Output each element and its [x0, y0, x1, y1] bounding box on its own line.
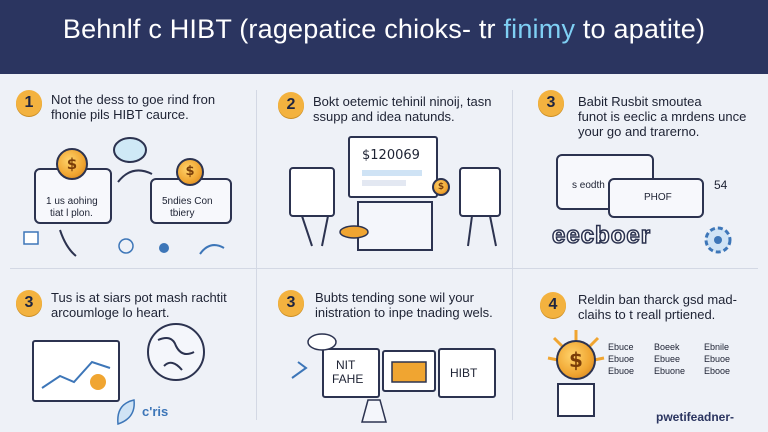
bubble-right-line-2: tbiery: [170, 208, 195, 219]
grid-cell: Boeek: [654, 342, 680, 352]
step-badge-3: 3: [538, 90, 564, 116]
price-screen: $120069: [348, 136, 438, 198]
speech-bubble-2: PHOF: [608, 178, 704, 218]
grid-cell: Ebuce: [608, 342, 634, 352]
coin-icon: $: [56, 148, 88, 180]
bubble-line-1: s eodth mianty: [572, 180, 638, 191]
step-3-line-3: your go and trarerno.: [578, 124, 700, 139]
machine-left-icon: [289, 167, 335, 217]
step-1-line-2: fhonie pils HIBT caurce.: [51, 107, 189, 122]
swirl-icon: [59, 229, 77, 257]
step-5-text: Bubts tending sone wil your inistration …: [315, 290, 493, 320]
step-2-text: Bokt oetemic tehinil ninoij, tasn ssupp …: [313, 94, 491, 124]
bubble-right-line-1: 5ndies Con: [162, 196, 213, 207]
grid-cell: Ebuoe: [704, 354, 731, 364]
page-title: Behnlf c HIBT (ragepatice chioks- tr fin…: [0, 14, 768, 45]
grid-cell: Ebuone: [654, 366, 686, 376]
box-icon: [557, 383, 595, 417]
panel1-illustration: [113, 137, 153, 183]
price-bar-2: [362, 180, 406, 186]
step-6-text: Reldin ban tharck gsd mad- claihs to t r…: [578, 292, 737, 322]
sign-line-1: NIT: [336, 358, 356, 372]
globe-icon: [147, 323, 205, 381]
title-end: to apatite): [575, 14, 706, 44]
step-3-line-2: funot is eeclic a mrdens unce: [578, 109, 747, 124]
grid-cell: Ebooe: [704, 366, 731, 376]
cloud-icon: [199, 244, 225, 255]
grid-cell: Ebuoe: [608, 366, 635, 376]
bubble-left-line-1: 1 us aohing: [46, 196, 98, 207]
price-value: $120069: [362, 148, 420, 163]
sign-right: HIBT: [450, 366, 478, 380]
grid-cell: Ebuee: [654, 354, 681, 364]
step-4-line-2: arcoumloge lo heart.: [51, 305, 170, 320]
step-3-text: Babit Rusbit smoutea funot is eeclic a m…: [578, 94, 746, 139]
step-badge-4: 3: [16, 290, 42, 316]
title-main: Behnlf c HIBT (ragepatice chioks- tr: [62, 14, 504, 44]
document-icon: [357, 201, 433, 251]
price-bar: [362, 170, 422, 176]
step-1-line-1: Not the dess to goe rind fron: [51, 92, 216, 107]
leaf-icon: [117, 399, 135, 426]
watermark: pwetifeadner-: [656, 410, 735, 424]
large-label: eecboer: [551, 221, 652, 250]
coin-icon: $: [556, 340, 596, 380]
bubble-left-line-2: tiat l plon.: [50, 208, 93, 219]
coin-icon: $: [176, 158, 204, 186]
column-divider-2: [512, 90, 513, 420]
coin-icon: $: [432, 178, 450, 196]
step-5-line-2: inistration to inpe tnading wels.: [315, 305, 493, 320]
laptop-screen: [32, 340, 120, 402]
grid-cell: Ebuoe: [608, 354, 635, 364]
chart-icon: [41, 360, 111, 390]
sign-board-right: HIBT: [438, 348, 496, 398]
step-2-line-1: Bokt oetemic tehinil ninoij, tasn: [313, 94, 492, 109]
title-highlight: finimy: [503, 14, 576, 44]
sign-board: NIT FAHE: [322, 348, 380, 398]
cloud-icon: [113, 137, 147, 163]
coin-rays-illustration: [547, 330, 605, 417]
panel5-illustration: [291, 333, 387, 423]
panel2-illustration: [289, 167, 501, 251]
counter-label: 54: [714, 178, 728, 192]
gear-icon: [118, 238, 134, 254]
sign-line-2: FAHE: [332, 372, 364, 386]
panel1-footer-icons: [23, 229, 225, 257]
step-badge-6: 4: [540, 292, 566, 318]
title-bar: [0, 0, 768, 74]
step-6-line-1: Reldin ban tharck gsd mad-: [578, 292, 737, 307]
step-4-text: Tus is at siars pot mash rachtit arcouml…: [51, 290, 227, 320]
plane-icon: [291, 361, 308, 379]
row-divider: [10, 268, 758, 269]
step-2-line-2: ssupp and idea natunds.: [313, 109, 455, 124]
cloud-icon: [307, 333, 337, 351]
step-6-line-2: claihs to t reall prtiened.: [578, 307, 716, 322]
stand-right-icon: [467, 215, 497, 247]
card-icon: [23, 231, 39, 245]
step-badge-1: 1: [16, 90, 42, 116]
step-badge-5: 3: [278, 290, 304, 316]
machine-right-icon: [459, 167, 501, 217]
dot-icon: [159, 243, 169, 253]
column-divider-1: [256, 90, 257, 420]
step-5-line-1: Bubts tending sone wil your: [315, 290, 474, 305]
arch-icon: [391, 361, 427, 383]
machine-screen: [382, 350, 436, 392]
stand-left-icon: [301, 215, 329, 247]
grid-cell: Ebnile: [704, 342, 730, 352]
flask-icon: [361, 399, 387, 423]
step-1-text: Not the dess to goe rind fron fhonie pil…: [51, 92, 215, 122]
step-4-line-1: Tus is at siars pot mash rachtit: [51, 290, 227, 305]
step-badge-2: 2: [278, 92, 304, 118]
gear-icon: [704, 226, 732, 254]
screen-label: c'ris: [142, 404, 169, 419]
step-3-line-1: Babit Rusbit smoutea: [578, 94, 702, 109]
arrow-icon: [117, 169, 153, 183]
bubble-line-2: PHOF: [644, 192, 672, 203]
bowl-icon: [339, 225, 369, 239]
